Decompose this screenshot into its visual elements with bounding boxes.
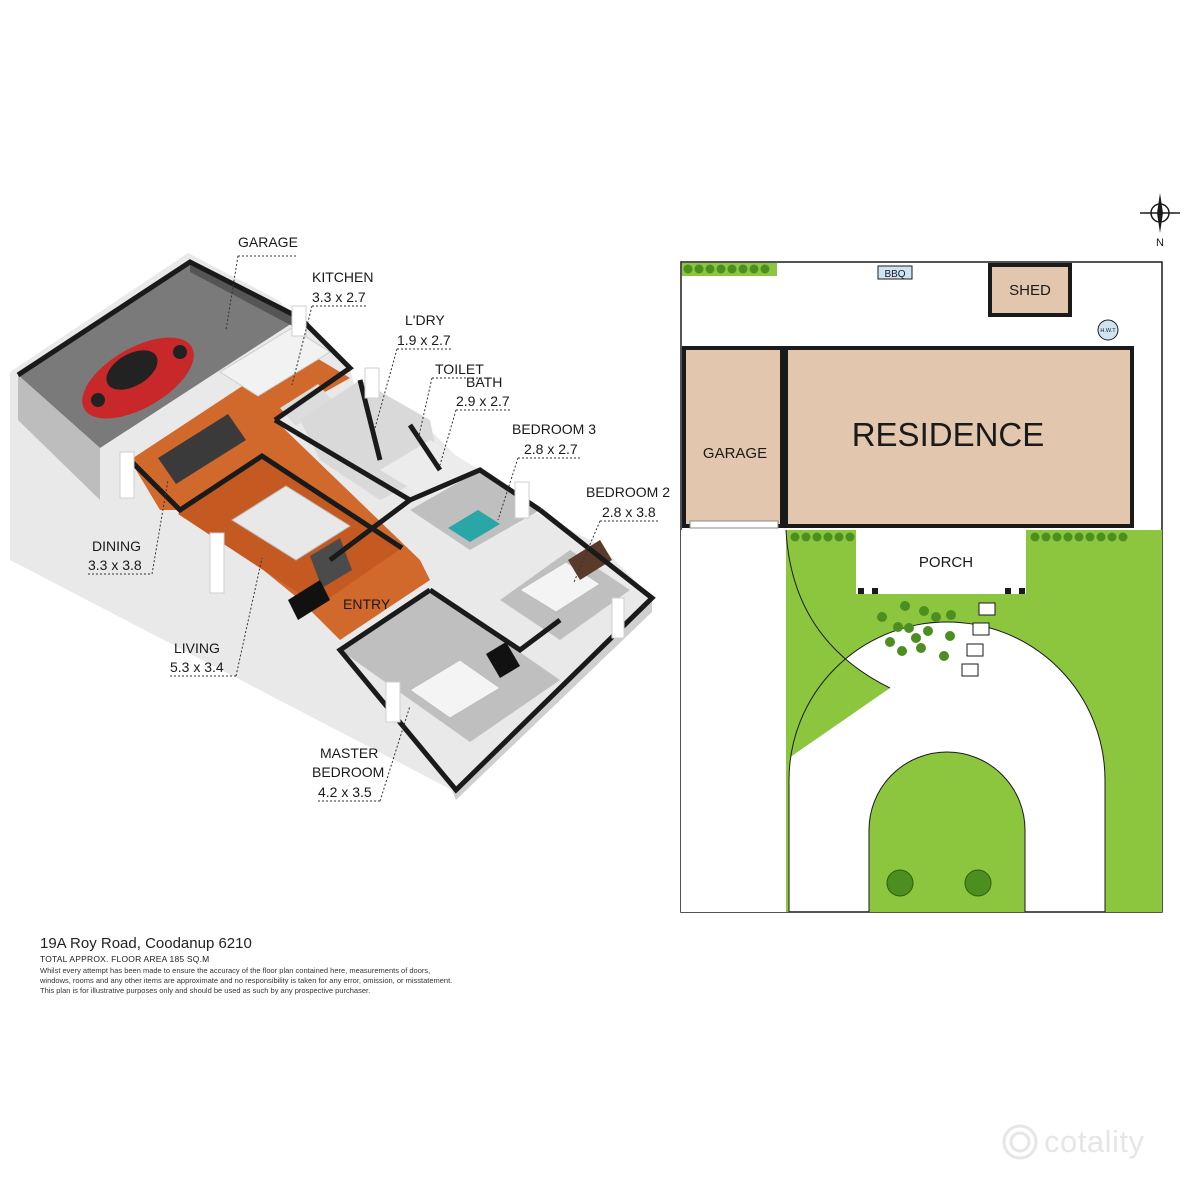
label-toilet: TOILET: [435, 361, 484, 377]
dims-bath: 2.9 x 2.7: [456, 393, 510, 409]
tv-icon: [288, 580, 330, 620]
shrubs: [877, 601, 956, 661]
dims-bedroom3: 2.8 x 2.7: [524, 441, 578, 457]
site-garage: [682, 346, 784, 528]
room-labels: GARAGE KITCHEN 3.3 x 2.7 L'DRY 1.9 x 2.7…: [88, 234, 670, 802]
bbq: [877, 265, 913, 280]
label-living: LIVING: [174, 640, 220, 656]
north-arrow-icon: N: [1140, 193, 1180, 249]
isometric-floorplan: [10, 253, 656, 800]
label-shed: SHED: [1009, 282, 1051, 299]
hedge-front-right: [1030, 532, 1128, 542]
residence: [784, 346, 1134, 528]
label-kitchen: KITCHEN: [312, 269, 373, 285]
dining-table-icon: [158, 414, 246, 484]
label-north: N: [1156, 237, 1164, 249]
brand-icon: [1002, 1124, 1038, 1160]
porch-area: [856, 530, 1026, 594]
label-entry: ENTRY: [343, 596, 391, 612]
label-hwt: H.W.T: [1100, 328, 1116, 334]
disclaimer-line-1: Whilst every attempt has been made to en…: [40, 966, 431, 975]
sofa-icon: [231, 485, 351, 561]
label-master-2: BEDROOM: [312, 764, 384, 780]
hedge-top: [682, 263, 777, 276]
label-bbq: BBQ: [884, 269, 905, 280]
address: 19A Roy Road, Coodanup 6210: [40, 935, 252, 952]
brand-name: cotality: [1044, 1124, 1145, 1159]
site-plan: GARAGE RESIDENCE PORCH SHED BBQ H.W.T N: [680, 193, 1180, 913]
tree-icon: [886, 869, 992, 897]
lawn-inner: [869, 752, 1025, 912]
car-icon: [82, 337, 194, 419]
label-bedroom2: BEDROOM 2: [586, 484, 670, 500]
disclaimer-line-3: This plan is for illustrative purposes o…: [40, 986, 371, 995]
hedge-front-left: [790, 532, 855, 542]
stepping-stones: [961, 602, 996, 677]
hwt-icon: [1097, 319, 1119, 341]
floor-area: TOTAL APPROX. FLOOR AREA 185 SQ.M: [40, 954, 210, 964]
label-bath: BATH: [466, 374, 502, 390]
brand-logo: cotality: [1000, 1118, 1170, 1168]
footer: 19A Roy Road, Coodanup 6210 TOTAL APPROX…: [40, 935, 560, 996]
shed: [988, 263, 1072, 317]
label-residence: RESIDENCE: [852, 416, 1045, 453]
label-laundry: L'DRY: [405, 312, 445, 328]
disclaimer-line-2: windows, rooms and any other items are a…: [40, 976, 453, 985]
dims-dining: 3.3 x 3.8: [88, 557, 142, 573]
dims-living: 5.3 x 3.4: [170, 659, 224, 675]
dims-kitchen: 3.3 x 2.7: [312, 289, 366, 305]
dims-bedroom2: 2.8 x 3.8: [602, 504, 656, 520]
label-site-garage: GARAGE: [703, 445, 767, 462]
label-porch: PORCH: [919, 554, 973, 571]
dims-laundry: 1.9 x 2.7: [397, 332, 451, 348]
dims-master: 4.2 x 3.5: [318, 784, 372, 800]
label-garage: GARAGE: [238, 234, 298, 250]
label-master: MASTER: [320, 745, 378, 761]
label-bedroom3: BEDROOM 3: [512, 421, 596, 437]
label-dining: DINING: [92, 538, 141, 554]
